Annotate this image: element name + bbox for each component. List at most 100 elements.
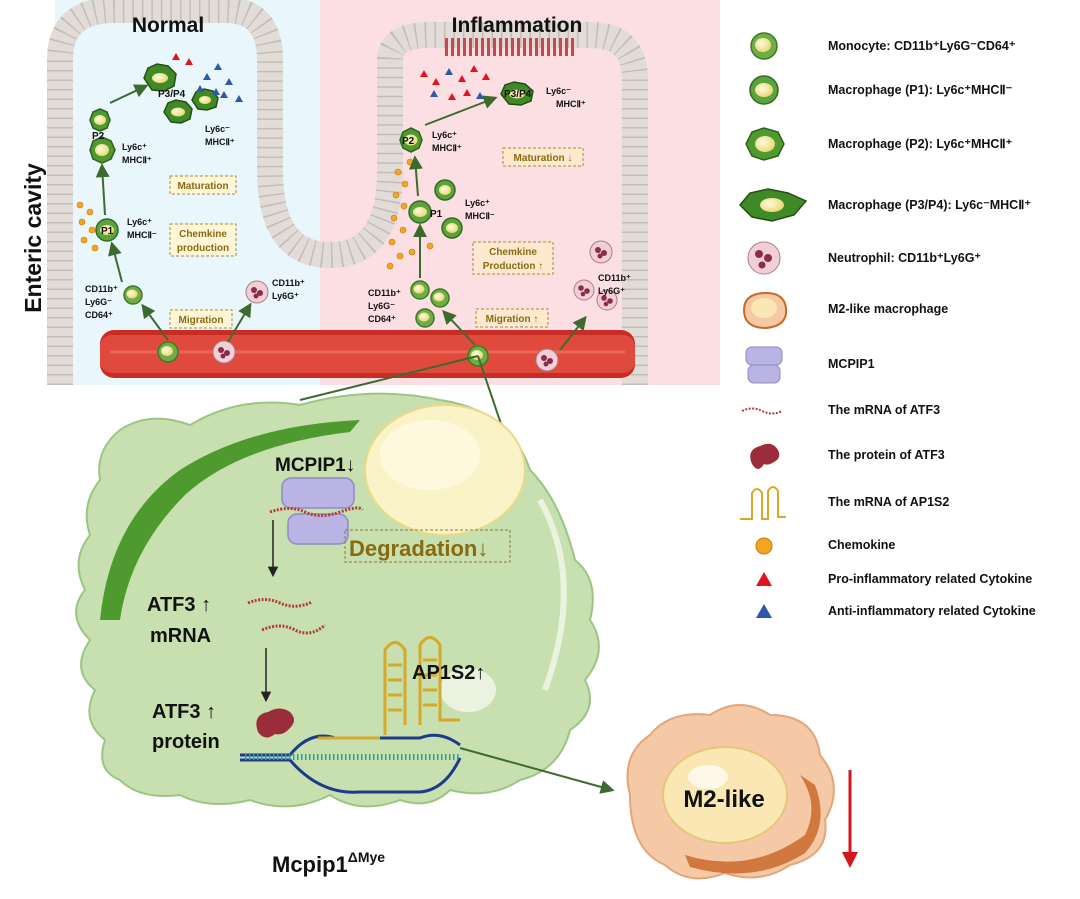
normal-maturation-box xyxy=(169,175,237,195)
inflammation-p1-label: P1 xyxy=(430,209,443,220)
normal-p2-markers: MHCⅡ⁺ xyxy=(122,155,152,165)
m2-conversion-arrow xyxy=(459,747,615,794)
inflammation-p1-markers: MHCⅡ⁻ xyxy=(465,211,495,221)
inflammation-chemokine-text: Production ↑ xyxy=(483,261,544,272)
macrophage-p1-icon xyxy=(95,218,119,242)
m2-decrease-arrow xyxy=(842,770,858,868)
inflammation-maturation-box xyxy=(502,147,584,167)
macrophage-p2-icon xyxy=(399,127,423,153)
m2-macrophage-icon xyxy=(742,291,788,330)
macrophage-p3p4-icon xyxy=(738,188,808,222)
cytokine-triangles-inflammation xyxy=(420,65,490,100)
inflammation-p34-markers: MHCⅡ⁺ xyxy=(556,99,586,109)
normal-migration-text: Migration xyxy=(179,315,224,326)
ap1s2-label: AP1S2↑ xyxy=(412,662,485,684)
cell-pathway-arrows xyxy=(260,520,279,703)
atf3-mrna-icon xyxy=(269,506,364,517)
legend-item-macrophage-p3p4: Macrophage (P3/P4): Ly6c⁻MHCⅡ⁺ xyxy=(738,185,1078,225)
inflammation-monocyte-markers: Ly6G⁻ xyxy=(368,301,395,311)
inflammation-p34-label: P3/P4 xyxy=(504,89,532,100)
genotype-superscript: ΔMye xyxy=(348,849,386,865)
monocyte-icon xyxy=(123,285,143,305)
mcpip1-icon xyxy=(745,346,783,384)
neutrophil-icon xyxy=(245,280,269,304)
chemokines-normal xyxy=(76,201,99,252)
normal-p34-label: P3/P4 xyxy=(158,89,186,100)
inflammation-p2-markers: Ly6c⁺ xyxy=(432,130,457,140)
macrophage-p3p4-icon xyxy=(191,88,219,111)
inflammation-chemokine-text: Chemkine xyxy=(489,247,537,258)
macrophage-p1-icon xyxy=(408,200,432,224)
normal-neutrophil-markers: CD11b⁺ xyxy=(272,278,305,288)
normal-p2-label: P2 xyxy=(92,131,105,142)
normal-panel-title: Normal xyxy=(132,14,204,37)
normal-monocyte-markers: Ly6G⁻ xyxy=(85,297,112,307)
macrophage-p3p4-icon xyxy=(143,63,177,92)
inflammation-monocyte-markers: CD64⁺ xyxy=(368,314,396,324)
normal-monocyte-markers: CD64⁺ xyxy=(85,310,113,320)
mcpip1-label: MCPIP1↓ xyxy=(275,455,355,476)
legend-item-macrophage-p2: Macrophage (P2): Ly6c⁺MHCⅡ⁺ xyxy=(738,124,1078,164)
legend-item-mcpip1: MCPIP1 xyxy=(738,345,1078,385)
normal-p1-label: P1 xyxy=(101,226,114,237)
normal-flow-arrows xyxy=(95,84,252,343)
legend-item-ap1s2-mrna: The mRNA of AP1S2 xyxy=(738,483,1078,523)
inflammation-p2-markers: MHCⅡ⁺ xyxy=(432,143,462,153)
normal-chemokine-text: production xyxy=(177,243,229,254)
macrophage-p2-icon xyxy=(89,136,116,164)
legend-label: Macrophage (P3/P4): Ly6c⁻MHCⅡ⁺ xyxy=(828,198,1031,212)
neutrophil-icon xyxy=(573,279,595,301)
legend-label: Pro-inflammatory related Cytokine xyxy=(828,572,1033,586)
dna-strand xyxy=(240,733,462,794)
ap1s2-mrna-icon xyxy=(740,486,786,520)
legend-item-neutrophil: Neutrophil: CD11b⁺Ly6G⁺ xyxy=(738,238,1078,278)
chemokines-inflammation xyxy=(386,158,434,270)
inflammation-maturation-text: Maturation ↓ xyxy=(514,153,573,164)
neutrophil-icon xyxy=(535,348,559,372)
legend-item-anti-inflammatory: Anti-inflammatory related Cytokine xyxy=(738,592,1078,632)
inflammation-p34-markers: Ly6c⁻ xyxy=(546,86,571,96)
normal-migration-box xyxy=(169,309,233,329)
inflammation-chemokine-box xyxy=(472,241,554,275)
atf3-mrna-label: mRNA xyxy=(150,625,211,647)
m2-macrophage-icon: M2-like xyxy=(626,704,835,880)
normal-neutrophil-markers: Ly6G⁺ xyxy=(272,291,299,301)
legend-label: M2-like macrophage xyxy=(828,302,949,316)
cytokine-triangles-normal xyxy=(172,53,243,102)
inflammation-neutrophil-markers: CD11b⁺ xyxy=(598,273,631,283)
normal-p2-markers: Ly6c⁺ xyxy=(122,142,147,152)
neutrophil-icon xyxy=(747,241,781,275)
inflammation-p1-markers: Ly6c⁺ xyxy=(465,198,490,208)
legend-item-m2-macrophage: M2-like macrophage xyxy=(738,290,1078,330)
enteric-cavity-label: Enteric cavity xyxy=(20,163,46,313)
legend-label: MCPIP1 xyxy=(828,357,875,371)
neutrophil-icon xyxy=(589,240,613,264)
normal-p1-markers: MHCⅡ⁻ xyxy=(127,230,157,240)
degradation-label: Degradation↓ xyxy=(349,536,488,561)
inflammation-migration-text: Migration ↑ xyxy=(486,314,539,325)
monocyte-icon xyxy=(410,280,430,300)
macrophage-p3p4-icon xyxy=(163,99,193,124)
monocyte-icon xyxy=(415,308,435,328)
atf3-protein-icon xyxy=(750,443,780,469)
intestinal-epithelium xyxy=(47,0,648,385)
legend-item-atf3-protein: The protein of ATF3 xyxy=(738,436,1078,476)
normal-p1-markers: Ly6c⁺ xyxy=(127,217,152,227)
normal-p34-markers: MHCⅡ⁺ xyxy=(205,137,235,147)
ap1s2-mrna-icon xyxy=(383,636,460,735)
macrophage-p1-icon xyxy=(749,75,779,105)
chemokine-icon xyxy=(755,537,773,555)
normal-maturation-text: Maturation xyxy=(177,181,228,192)
normal-chemokine-text: Chemkine xyxy=(179,229,227,240)
macrophage-p3p4-icon xyxy=(500,81,534,106)
macrophage-p1-icon xyxy=(434,179,456,201)
atf3-protein-label: protein xyxy=(152,731,220,753)
legend-item-chemokine: Chemokine xyxy=(738,526,1078,566)
legend-item-monocyte: Monocyte: CD11b⁺Ly6G⁻CD64⁺ xyxy=(738,26,1078,66)
m2-like-label: M2-like xyxy=(683,786,764,813)
atf3-mrna-label: ATF3 ↑ xyxy=(147,594,211,616)
normal-chemokine-box xyxy=(169,223,237,257)
macrophage-p2-icon xyxy=(89,108,111,132)
